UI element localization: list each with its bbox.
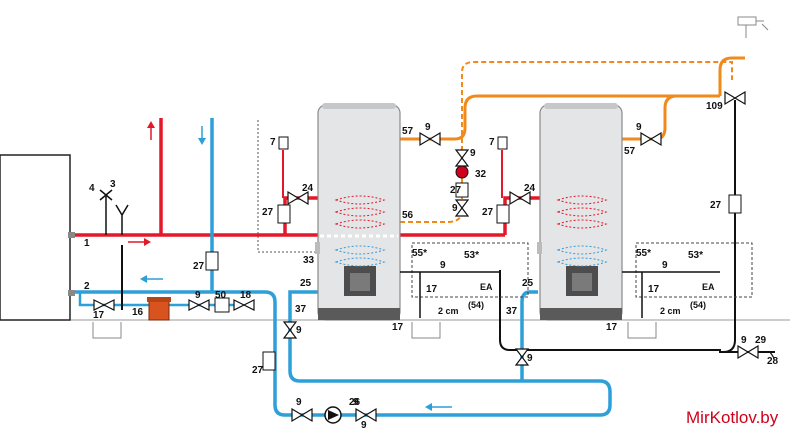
label-7-a: 7 <box>270 137 276 148</box>
label-ea-b: EA <box>702 282 715 292</box>
heating-flow-pipes <box>75 118 540 237</box>
heating-flow-thin-pipes <box>282 150 503 198</box>
label-17-d: 17 <box>426 284 438 295</box>
label-55-b: 55* <box>636 248 651 259</box>
check-valves <box>205 182 742 371</box>
label-57-b: 57 <box>624 146 636 157</box>
label-2cm-a: 2 cm <box>438 306 459 316</box>
label-16: 16 <box>132 307 144 318</box>
valves <box>93 90 759 423</box>
boiler <box>0 154 71 321</box>
label-2cm-b: 2 cm <box>660 306 681 316</box>
label-27-c: 27 <box>482 207 494 218</box>
drain-funnels <box>92 322 657 339</box>
label-2: 2 <box>84 281 90 292</box>
label-53-b: 53* <box>688 250 703 261</box>
label-9-f: 9 <box>296 325 302 336</box>
label-29: 29 <box>755 335 767 346</box>
label-37-b: 37 <box>506 306 518 317</box>
air-vents <box>278 136 508 150</box>
label-24-a: 24 <box>302 183 314 194</box>
flow-arrow-up-head <box>147 121 155 128</box>
label-54-a: (54) <box>468 300 484 310</box>
label-17-b: 17 <box>392 322 404 333</box>
label-9-j: 9 <box>741 335 747 346</box>
label-18: 18 <box>240 290 252 301</box>
label-56: 56 <box>402 210 414 221</box>
label-26: 26 <box>349 397 361 408</box>
dashed-zone-line <box>257 120 318 253</box>
label-28: 28 <box>767 356 779 367</box>
flow-arrow-right-head <box>144 238 151 246</box>
safety-group-box-1 <box>411 242 529 298</box>
label-27-a: 27 <box>193 261 205 272</box>
label-25-a: 25 <box>300 278 312 289</box>
return-arrow-left-head <box>140 275 147 283</box>
label-9-i: 9 <box>361 420 367 431</box>
label-9-e: 9 <box>195 290 201 301</box>
label-27-d: 27 <box>252 365 264 376</box>
boiler-flow-connector <box>68 232 75 238</box>
label-7-b: 7 <box>489 137 495 148</box>
label-1: 1 <box>84 238 90 249</box>
label-57-a: 57 <box>402 126 414 137</box>
label-27-e: 27 <box>450 185 462 196</box>
watermark: MirKotlov.by <box>686 408 779 427</box>
label-9-g: 9 <box>527 353 533 364</box>
return-arrow-bottom-head <box>425 403 432 411</box>
label-3: 3 <box>110 179 116 190</box>
expansion-vessel <box>148 299 170 321</box>
label-25-b: 25 <box>522 278 534 289</box>
boiler-return-connector <box>68 290 75 296</box>
label-9-b: 9 <box>470 148 476 159</box>
label-17-a: 17 <box>93 310 105 321</box>
label-53-a: 53* <box>464 250 479 261</box>
label-54-b: (54) <box>690 300 706 310</box>
label-50: 50 <box>215 290 227 301</box>
faucet-icon <box>737 16 769 38</box>
label-9-k: 9 <box>440 260 446 271</box>
recirc-pump <box>455 165 469 179</box>
label-9-d: 9 <box>636 122 642 133</box>
pump-triangle <box>328 410 339 420</box>
label-27-f: 27 <box>710 200 722 211</box>
expansion-vessel-cap <box>147 297 171 302</box>
label-109: 109 <box>706 101 723 112</box>
label-4: 4 <box>89 183 95 194</box>
label-17-e: 17 <box>648 284 660 295</box>
cold-water-pipes <box>78 292 240 307</box>
label-37-a: 37 <box>295 304 307 315</box>
label-9-a: 9 <box>425 122 431 133</box>
label-9-m: 9 <box>353 397 359 408</box>
label-9-l: 9 <box>662 260 668 271</box>
label-27-b: 27 <box>262 207 274 218</box>
return-arrow-down-head <box>198 138 206 145</box>
label-ea-a: EA <box>480 282 493 292</box>
label-9-c: 9 <box>452 203 458 214</box>
label-33: 33 <box>303 255 315 266</box>
cold-main-pipes <box>121 100 775 353</box>
safety-group-lines <box>400 271 720 318</box>
drain-outlet <box>762 351 775 359</box>
storage-tank-1 <box>315 103 401 321</box>
label-9-h: 9 <box>296 397 302 408</box>
boiler-safety-group <box>99 189 129 235</box>
label-32: 32 <box>475 169 487 180</box>
storage-tank-2 <box>537 103 623 321</box>
label-55-a: 55* <box>412 248 427 259</box>
label-17-c: 17 <box>606 322 618 333</box>
component-labels: 1 2 3 4 7 7 9 9 9 9 9 9 9 9 9 9 9 9 9 16… <box>84 101 779 431</box>
safety-group-box-2 <box>635 242 753 298</box>
label-24-b: 24 <box>524 183 536 194</box>
